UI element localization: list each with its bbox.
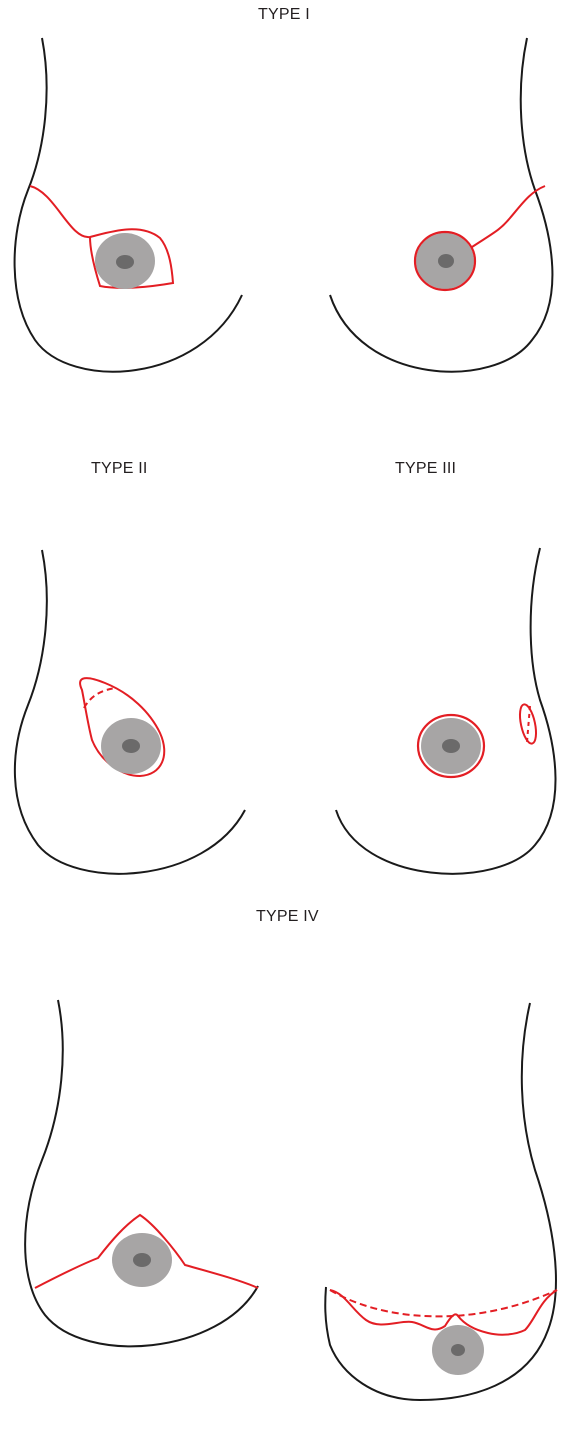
- incision-dashed: [84, 688, 116, 708]
- type-4-left-breast: [25, 1000, 258, 1346]
- incision-dashed: [527, 706, 530, 742]
- type-2-left-breast: [15, 550, 245, 874]
- incision-line: [472, 186, 545, 247]
- breast-outline: [25, 1000, 258, 1346]
- incision-line: [330, 1290, 557, 1335]
- incision-dashed: [330, 1290, 557, 1316]
- nipple: [133, 1253, 151, 1267]
- type-4-right-breast: [325, 1003, 557, 1400]
- nipple: [116, 255, 134, 269]
- breast-outline: [330, 38, 552, 372]
- breast-outline: [15, 38, 242, 372]
- nipple: [438, 254, 454, 268]
- type-1-right-breast: [330, 38, 552, 372]
- nipple: [122, 739, 140, 753]
- nipple: [442, 739, 460, 753]
- breast-outline: [15, 550, 245, 874]
- breast-outline: [336, 548, 556, 874]
- type-1-left-breast: [15, 38, 242, 372]
- type-3-right-breast: [336, 548, 556, 874]
- nipple: [451, 1344, 465, 1356]
